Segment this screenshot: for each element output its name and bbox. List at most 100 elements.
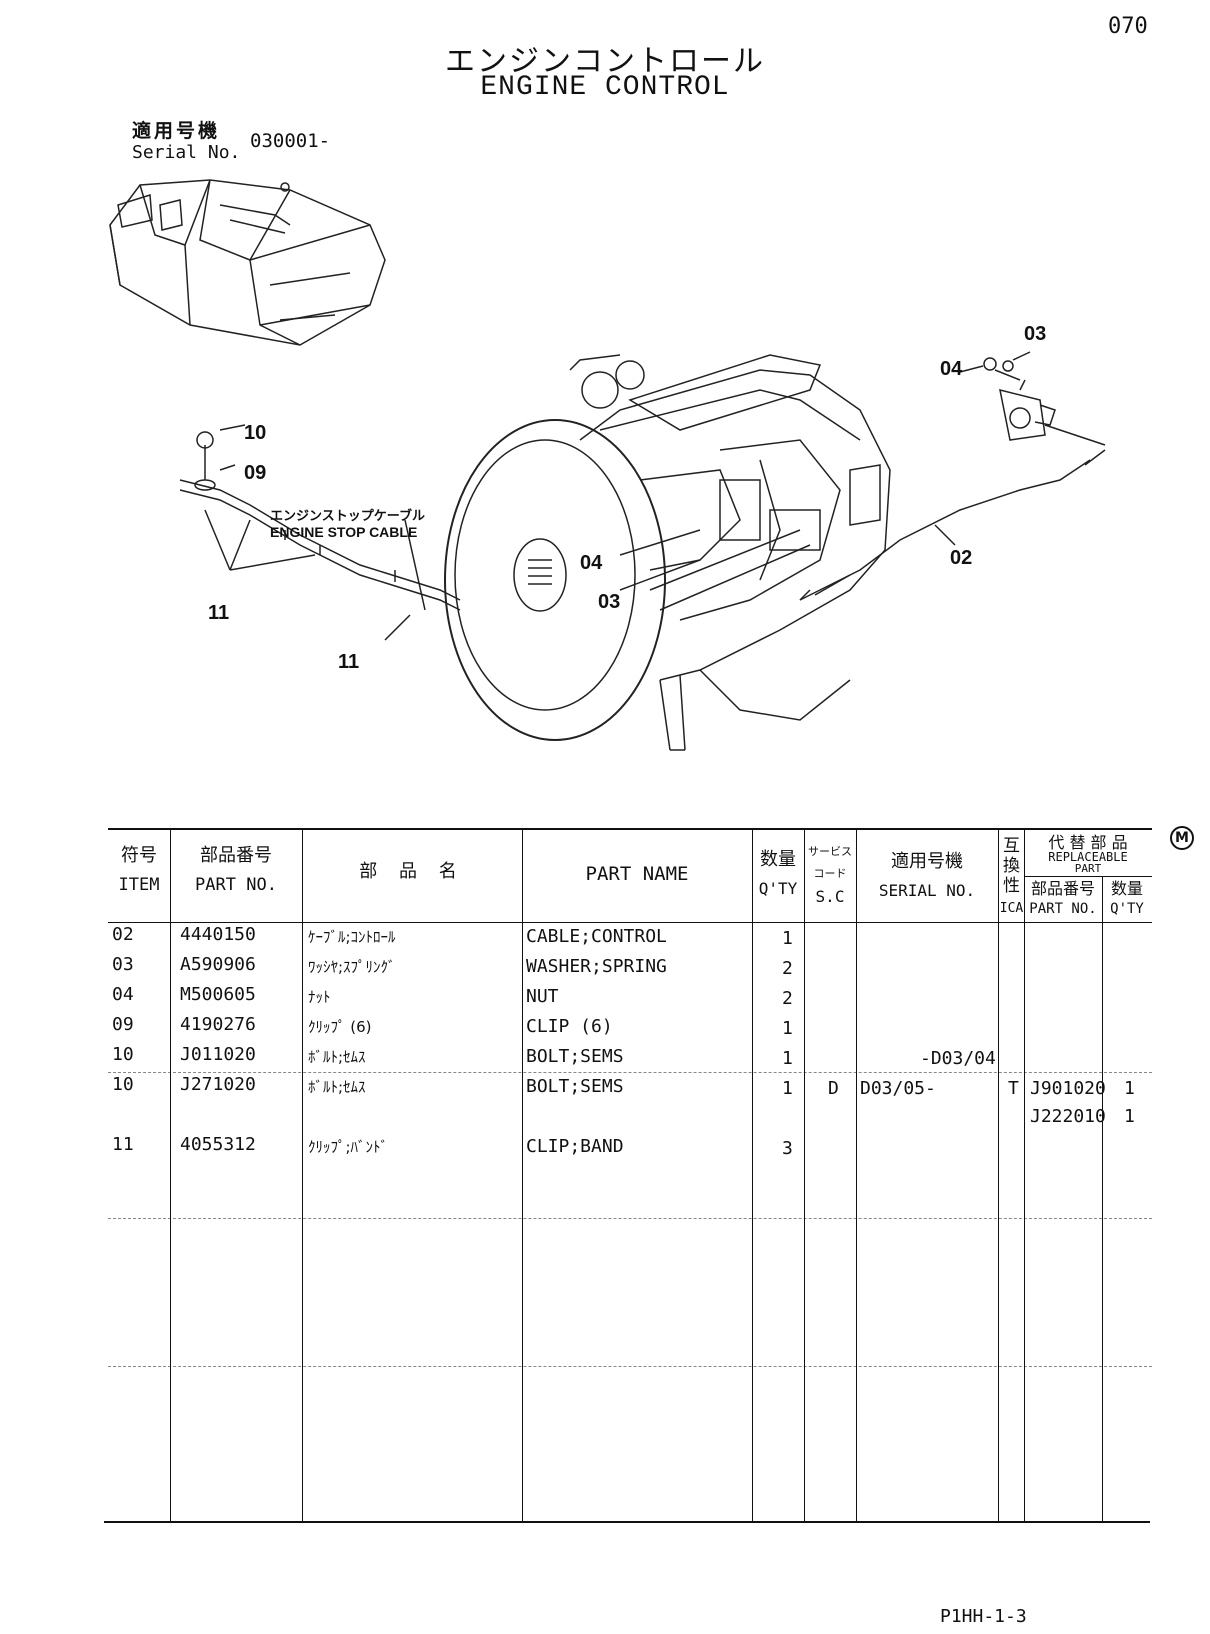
header-partno-jp: 部品番号: [200, 845, 272, 866]
header-item-en: ITEM: [118, 875, 160, 895]
row-name-jp: ｸﾘｯﾌﾟ (6): [308, 1018, 372, 1036]
row-qty: 2: [782, 958, 793, 979]
serial-value: 030001-: [250, 130, 331, 152]
header-sc-en: S.C: [815, 887, 845, 906]
row-divider: [108, 1218, 1152, 1219]
header-qty-jp: 数量: [760, 849, 796, 870]
col-divider: [752, 828, 753, 1522]
header-name-en: PART NAME: [585, 863, 689, 885]
engine-assembly-drawing: [179, 351, 1106, 751]
row-name-en: CLIP;BAND: [526, 1136, 624, 1157]
excavator-illustration: [109, 179, 386, 346]
page-number: 070: [1108, 14, 1148, 39]
row-qty: 3: [782, 1138, 793, 1159]
header-serial-en: SERIAL NO.: [878, 881, 976, 900]
row-name-jp: ﾜｯｼﾔ;ｽﾌﾟﾘﾝｸﾞ: [308, 958, 396, 976]
callout-03-mid: 03: [598, 591, 621, 613]
row-qty: 1: [782, 1078, 793, 1099]
row-qty: 1: [782, 1018, 793, 1039]
row-name-en: CABLE;CONTROL: [526, 926, 667, 947]
row-repl-part: J222010: [1030, 1106, 1106, 1127]
callout-09: 09: [244, 462, 267, 484]
row-part-no: J011020: [180, 1044, 256, 1065]
page-title-jp: エンジンコントロール: [445, 44, 765, 79]
serial-label-jp: 適用号機: [132, 120, 221, 142]
header-ica-jp: 互換性: [1003, 836, 1020, 896]
header-repl-qty-jp: 数量: [1110, 879, 1143, 898]
col-divider: [804, 828, 805, 1522]
row-name-en: BOLT;SEMS: [526, 1076, 624, 1097]
callout-10: 10: [244, 422, 267, 444]
row-item: 09: [112, 1014, 134, 1035]
row-serial: -D03/04: [920, 1048, 996, 1069]
row-item: 04: [112, 984, 134, 1005]
col-divider: [1102, 876, 1103, 1522]
header-item-jp: 符号: [121, 845, 157, 866]
row-repl-part: J901020: [1030, 1078, 1106, 1099]
row-ica: T: [1008, 1078, 1019, 1099]
col-divider: [998, 828, 999, 1522]
table-bottom-border: [104, 1521, 1150, 1523]
row-divider: [108, 1072, 1152, 1073]
header-repl-en-1: REPLACEABLE: [1048, 850, 1128, 864]
col-divider: [1024, 828, 1025, 1522]
header-repl-qty-en: Q'TY: [1110, 901, 1144, 917]
row-qty: 2: [782, 988, 793, 1009]
row-repl-qty: 1: [1124, 1106, 1135, 1127]
row-name-jp: ﾅｯﾄ: [308, 988, 331, 1006]
table-header-bottom: [108, 922, 1152, 923]
callout-04-top: 04: [940, 358, 963, 380]
col-divider: [522, 828, 523, 1522]
header-sc-jp-1: サービス: [808, 845, 852, 858]
row-name-en: WASHER;SPRING: [526, 956, 667, 977]
serial-label-en: Serial No.: [132, 142, 241, 163]
row-item: 10: [112, 1044, 134, 1065]
row-service-code: D: [828, 1078, 839, 1099]
row-name-jp: ｸﾘｯﾌﾟ;ﾊﾞﾝﾄﾞ: [308, 1138, 389, 1156]
row-divider: [108, 1366, 1152, 1367]
header-repl-jp: 代 替 部 品: [1048, 833, 1128, 852]
header-repl-partno-en: PART NO.: [1029, 901, 1097, 917]
callout-03-top: 03: [1024, 323, 1047, 345]
callout-11-a: 11: [208, 602, 230, 624]
col-divider: [170, 828, 171, 1522]
header-repl-en-2: PART: [1074, 862, 1102, 875]
row-item: 02: [112, 924, 134, 945]
header-name-jp: 部 品 名: [359, 861, 465, 882]
row-qty: 1: [782, 1048, 793, 1069]
header-sc-jp-2: コード: [813, 867, 847, 880]
row-item: 03: [112, 954, 134, 975]
row-serial: D03/05-: [860, 1078, 936, 1099]
row-name-en: BOLT;SEMS: [526, 1046, 624, 1067]
col-divider: [302, 828, 303, 1522]
row-name-jp: ｹｰﾌﾞﾙ;ｺﾝﾄﾛｰﾙ: [308, 928, 396, 946]
header-qty-en: Q'TY: [758, 879, 798, 898]
callout-04-mid: 04: [580, 552, 603, 574]
header-ica-en: ICA: [999, 901, 1024, 916]
footer-code: P1HH-1-3: [940, 1606, 1027, 1627]
table-top-border: [108, 828, 1152, 830]
header-partno-en: PART NO.: [195, 875, 277, 895]
row-name-jp: ﾎﾞﾙﾄ;ｾﾑｽ: [308, 1078, 366, 1096]
row-name-jp: ﾎﾞﾙﾄ;ｾﾑｽ: [308, 1048, 366, 1066]
callout-02: 02: [950, 547, 973, 569]
row-part-no: A590906: [180, 954, 256, 975]
cable-label-jp: エンジンストップケーブル: [270, 509, 425, 524]
row-part-no: 4190276: [180, 1014, 256, 1035]
callout-11-b: 11: [338, 651, 360, 673]
cable-label-en: ENGINE STOP CABLE: [270, 524, 418, 540]
row-name-en: CLIP (6): [526, 1016, 613, 1037]
row-qty: 1: [782, 928, 793, 949]
col-divider: [856, 828, 857, 1522]
row-item: 11: [112, 1134, 134, 1155]
header-serial-jp: 適用号機: [891, 851, 963, 872]
row-part-no: 4055312: [180, 1134, 256, 1155]
row-name-en: NUT: [526, 986, 559, 1007]
row-part-no: J271020: [180, 1074, 256, 1095]
row-repl-qty: 1: [1124, 1078, 1135, 1099]
row-part-no: 4440150: [180, 924, 256, 945]
revision-mark: M: [1170, 826, 1194, 850]
row-part-no: M500605: [180, 984, 256, 1005]
row-item: 10: [112, 1074, 134, 1095]
repl-subheader-line: [1024, 876, 1152, 877]
